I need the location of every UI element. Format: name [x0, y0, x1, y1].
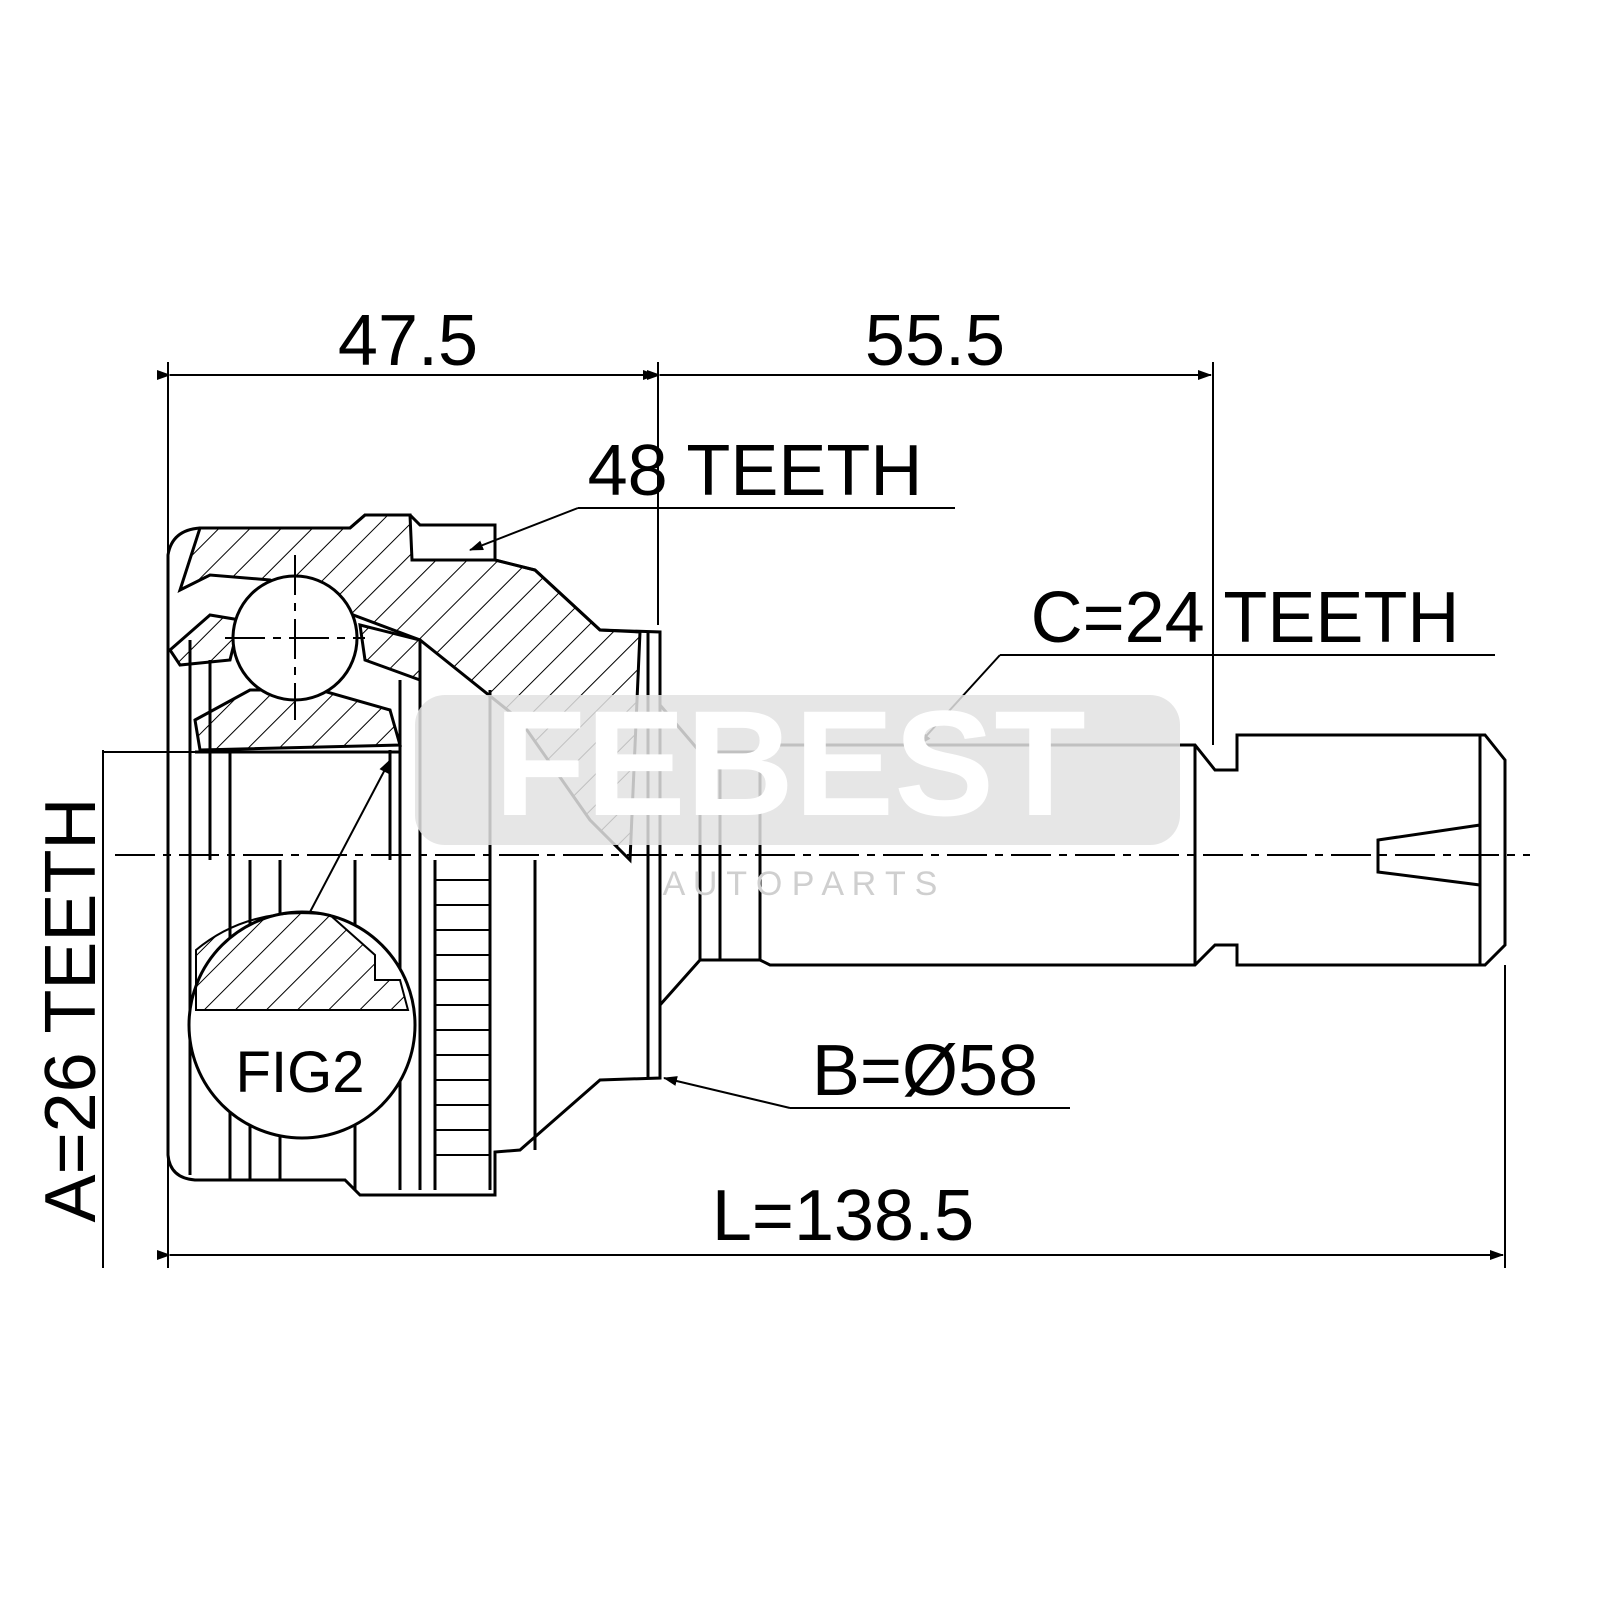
dim-outer-length: 47.5 [338, 301, 478, 381]
fig2-detail: FIG2 [187, 759, 417, 1140]
center-lines [115, 555, 1530, 856]
seal-diameter-label: B=Ø58 [812, 1031, 1038, 1111]
watermark-brand: FEBEST [494, 679, 1086, 847]
dim-shaft-length: 55.5 [865, 301, 1005, 381]
inner-spline-label: A=26 TEETH [31, 798, 111, 1223]
outer-spline-label: C=24 TEETH [1031, 578, 1460, 658]
total-length-label: L=138.5 [712, 1176, 974, 1256]
dimension-lines [102, 362, 1506, 1268]
watermark-tagline: A U T O P A R T S [663, 865, 938, 903]
abs-ring-teeth [435, 879, 490, 1156]
abs-teeth-label: 48 TEETH [588, 431, 923, 511]
watermark: FEBEST A U T O P A R T S [415, 679, 1180, 903]
fig2-label: FIG2 [236, 1040, 365, 1105]
